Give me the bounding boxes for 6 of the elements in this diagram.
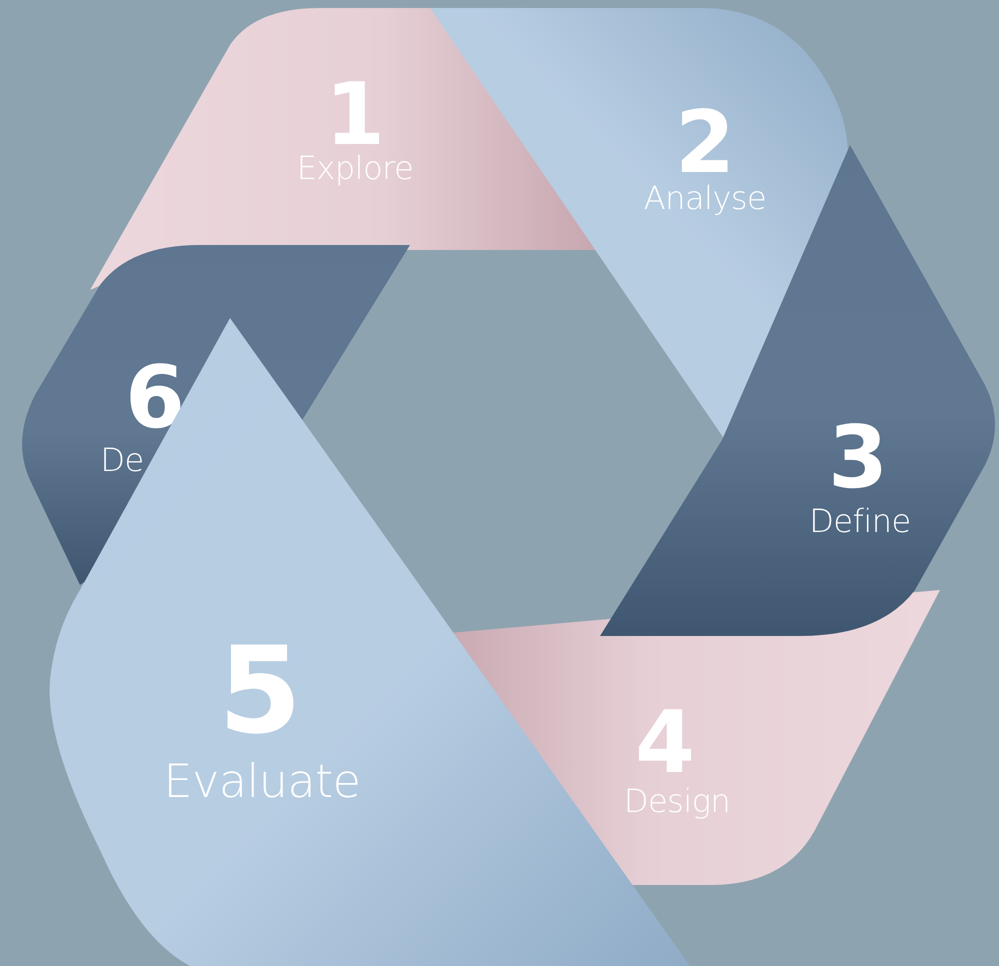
- step-number: 5: [218, 632, 302, 752]
- step-number: 3: [828, 415, 888, 501]
- step-label: De: [100, 444, 144, 476]
- step-label: Define: [809, 505, 911, 537]
- step-label: Evaluate: [164, 758, 360, 804]
- step-number: 6: [125, 355, 185, 441]
